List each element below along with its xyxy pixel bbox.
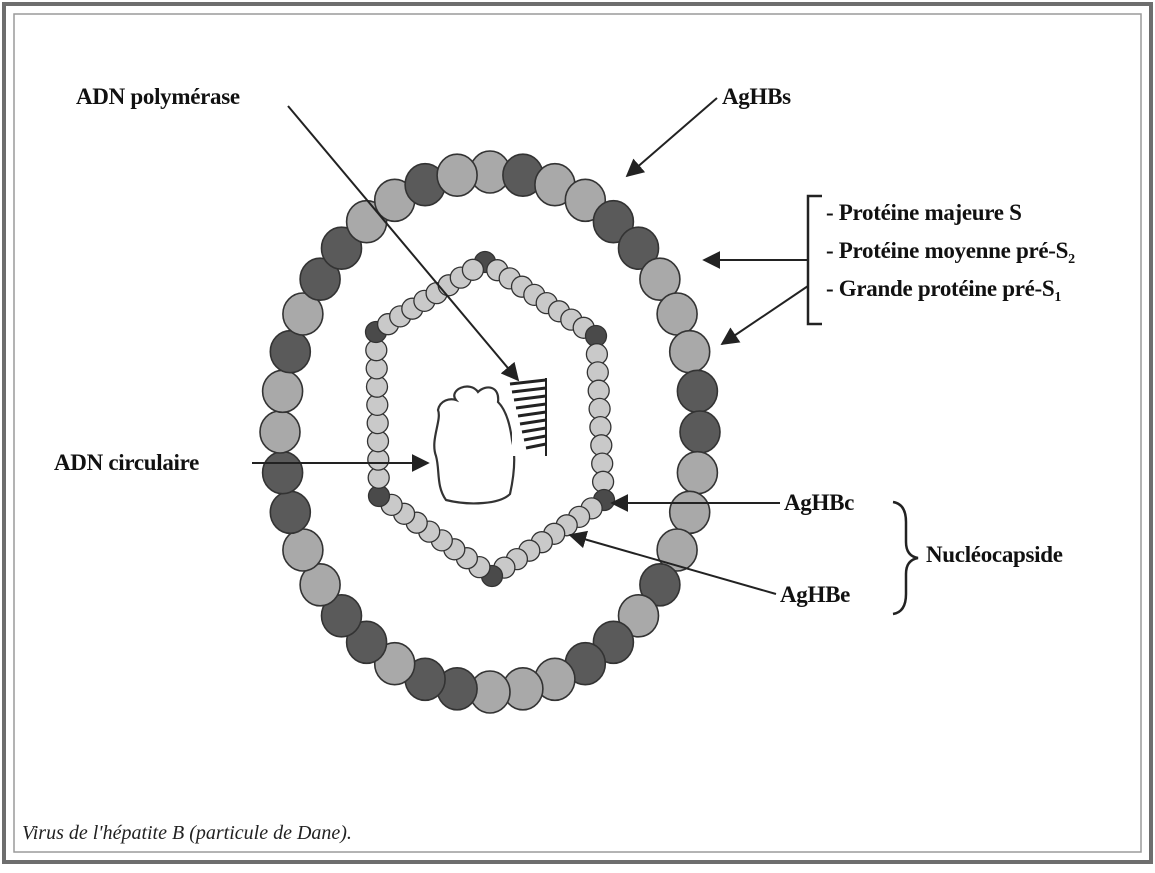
nucleocapside-label: Nucléocapside: [926, 542, 1063, 568]
envelope-sphere: [263, 452, 303, 494]
dna-polymerase-shape: [510, 378, 546, 456]
adn-polymerase-label: ADN polymérase: [76, 84, 240, 110]
envelope-protein-s-label: - Protéine majeure S: [826, 200, 1022, 230]
envelope-sphere: [677, 370, 717, 412]
envelope-sphere: [270, 491, 310, 533]
circular-dna-shape: [434, 387, 514, 504]
envelope-sphere: [260, 411, 300, 453]
envelope-sphere: [677, 452, 717, 494]
envelope-sphere: [657, 293, 697, 335]
arrow-aghbs: [627, 98, 717, 176]
aghbe-label: AgHBe: [780, 582, 850, 608]
envelope-sphere: [263, 370, 303, 412]
figure-border: [4, 4, 1151, 862]
envelope-sphere: [270, 331, 310, 373]
figure-caption: Virus de l'hépatite B (particule de Dane…: [22, 822, 352, 845]
envelope-proteins-bracket: [808, 196, 822, 324]
envelope-protein-pre-s2-label: - Protéine moyenne pré-S2: [826, 238, 1075, 268]
envelope-sphere: [670, 331, 710, 373]
envelope-sphere: [670, 491, 710, 533]
nucleocapside-brace: [893, 502, 918, 614]
nucleocapsid-sphere: [462, 259, 483, 280]
adn-circulaire-label: ADN circulaire: [54, 450, 199, 476]
envelope-protein-pre-s1-label: - Grande protéine pré-S1: [826, 276, 1061, 306]
envelope-sphere: [437, 154, 477, 196]
aghbs-label: AgHBs: [722, 84, 791, 110]
arrow-envelope-proteins-2: [722, 286, 808, 344]
envelope-sphere: [680, 411, 720, 453]
figure-inner-border: [14, 14, 1141, 852]
envelope-sphere: [283, 529, 323, 571]
aghbc-label: AgHBc: [784, 490, 854, 516]
